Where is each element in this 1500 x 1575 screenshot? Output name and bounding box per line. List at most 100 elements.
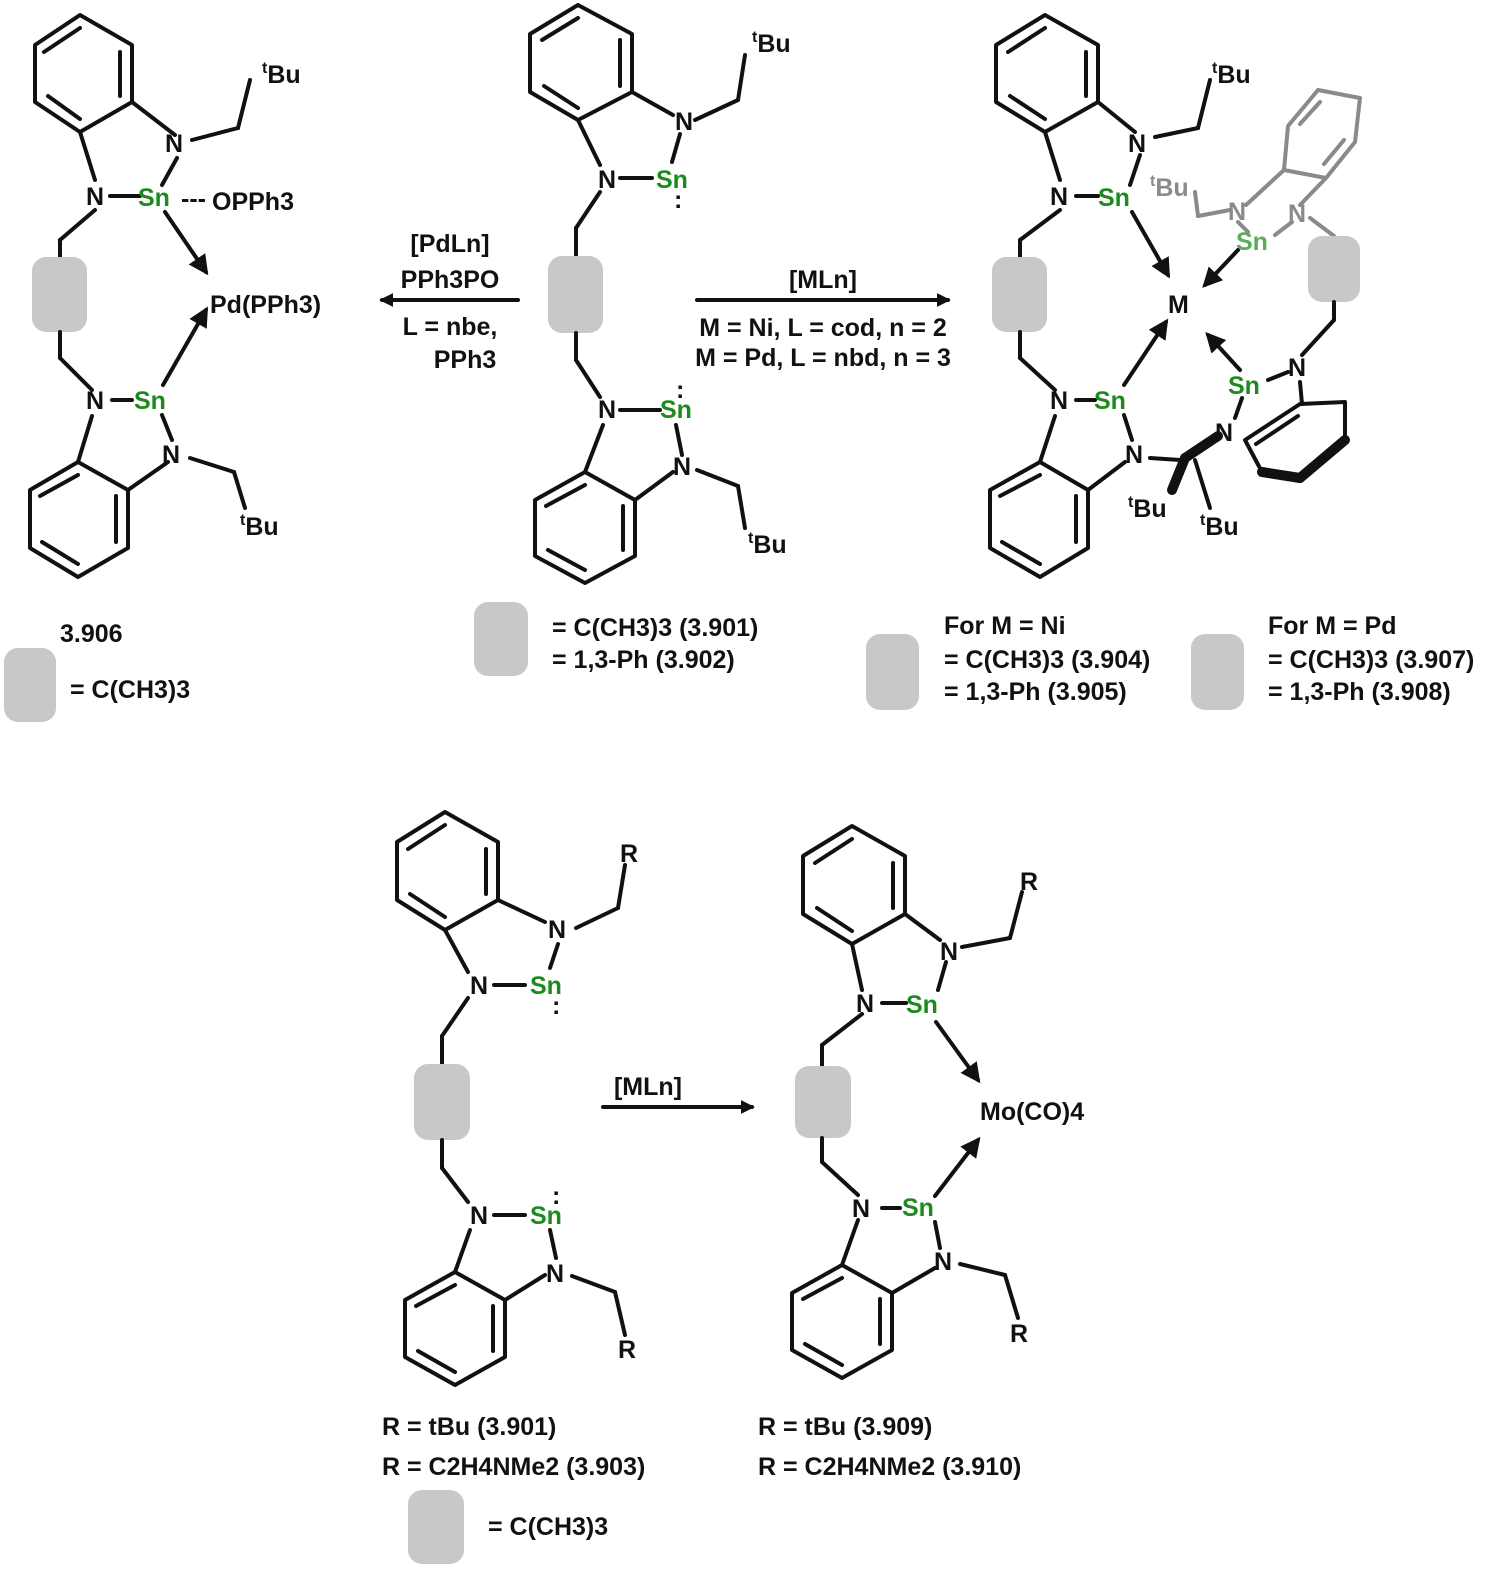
atom-n: N (1125, 441, 1143, 469)
atom-sn: Sn (530, 1202, 562, 1230)
reagent-label: [MLn] (614, 1073, 682, 1101)
reaction-arrow-left: [PdLn] PPh3PO L = nbe, PPh3 (379, 230, 520, 374)
atom-r: R (1010, 1320, 1028, 1348)
lone-pair: : (674, 186, 682, 214)
atom-n: N (675, 108, 693, 136)
atom-n: N (1288, 354, 1306, 382)
tbu-label: tBu (1212, 60, 1251, 89)
lone-pair: : (676, 376, 684, 404)
legend-blob (866, 634, 919, 710)
product-mo-co4: Mo(CO)4 (980, 1098, 1084, 1126)
atom-n: N (673, 453, 691, 481)
atom-r: R (618, 1336, 636, 1364)
substituent-definition: R = C2H4NMe2 (3.910) (758, 1453, 1021, 1481)
blob-definition: = 1,3-Ph (3.902) (552, 646, 735, 674)
tbu-label: tBu (752, 29, 791, 58)
atom-n: N (162, 441, 180, 469)
atom-sn: Sn (1228, 372, 1260, 400)
reagent-label: PPh3PO (401, 266, 500, 294)
atom-n: N (546, 1260, 564, 1288)
condition-label: L = nbe, (403, 313, 498, 341)
blob-definition: = C(CH3)3 (70, 676, 190, 704)
compound-3901-3903: R N N Sn : N Sn : N R R = tBu (3.901) R … (382, 810, 645, 1564)
tbu-label: tBu (748, 530, 787, 559)
atom-n: N (548, 916, 566, 944)
compound-3906: N N Sn --- OPPh3 tBu Pd(PPh3) N Sn N tBu… (4, 13, 321, 722)
blob-definition: = 1,3-Ph (3.908) (1268, 678, 1451, 706)
lone-pair: : (552, 1182, 560, 1210)
atom-sn: Sn (138, 184, 170, 212)
atom-n: N (1288, 200, 1306, 228)
atom-sn: Sn (134, 387, 166, 415)
atom-n: N (934, 1248, 952, 1276)
compound-3904-3908: N N Sn tBu tBu N N Sn M Sn N N Sn N N tB… (866, 13, 1474, 710)
atom-sn: Sn (530, 972, 562, 1000)
blob-definition: = C(CH3)3 (488, 1513, 608, 1541)
spacer-blob (795, 1066, 851, 1138)
spacer-blob (548, 256, 603, 333)
lone-pair: : (552, 992, 560, 1020)
reaction-arrow-right: [MLn] M = Ni, L = cod, n = 2 M = Pd, L =… (695, 266, 951, 372)
legend-blob (408, 1490, 464, 1564)
reagent-label: [PdLn] (410, 230, 489, 258)
substituent-definition: R = tBu (3.909) (758, 1413, 932, 1441)
tbu-label: tBu (262, 60, 301, 89)
atom-sn: Sn (656, 166, 688, 194)
atom-sn: Sn (906, 991, 938, 1019)
legend-heading-ni: For M = Ni (944, 612, 1066, 640)
tbu-label: tBu (1150, 173, 1189, 202)
metal-pd-pph3: Pd(PPh3) (210, 291, 321, 319)
legend-heading-pd: For M = Pd (1268, 612, 1396, 640)
reaction-arrow-bottom: [MLn] (601, 1073, 755, 1114)
coordination-dash: --- (181, 185, 206, 213)
tbu-label: tBu (240, 512, 279, 541)
atom-n: N (470, 1202, 488, 1230)
compound-3909-3910: R N N Sn Mo(CO)4 N Sn N R R = tBu (3.909… (758, 824, 1084, 1481)
atom-sn: Sn (660, 396, 692, 424)
spacer-blob (32, 257, 87, 332)
blob-definition: = C(CH3)3 (3.904) (944, 646, 1150, 674)
ligand-oppH3: OPPh3 (212, 188, 294, 216)
tbu-label: tBu (1128, 494, 1167, 523)
condition-label: M = Pd, L = nbd, n = 3 (695, 344, 951, 372)
blob-definition: = C(CH3)3 (3.907) (1268, 646, 1474, 674)
compound-3901: N N Sn : tBu N Sn : N tBu = C(CH3)3 (3.9… (474, 3, 791, 676)
atom-sn: Sn (1098, 184, 1130, 212)
atom-r: R (1020, 868, 1038, 896)
atom-sn: Sn (902, 1194, 934, 1222)
blob-definition: = 1,3-Ph (3.905) (944, 678, 1127, 706)
atom-sn: Sn (1236, 228, 1268, 256)
atom-n: N (86, 387, 104, 415)
atom-n: N (1128, 130, 1146, 158)
reagent-label: [MLn] (789, 266, 857, 294)
atom-n: N (1215, 419, 1233, 447)
blob-definition: = C(CH3)3 (3.901) (552, 614, 758, 642)
legend-blob (474, 602, 528, 676)
substituent-definition: R = C2H4NMe2 (3.903) (382, 1453, 645, 1481)
spacer-blob (1308, 236, 1360, 302)
substituent-definition: R = tBu (3.901) (382, 1413, 556, 1441)
spacer-blob (992, 257, 1047, 332)
atom-n: N (940, 938, 958, 966)
atom-r: R (620, 840, 638, 868)
legend-blob (1191, 634, 1244, 710)
metal-center: M (1168, 291, 1189, 319)
atom-sn: Sn (1094, 387, 1126, 415)
atom-n: N (598, 396, 616, 424)
tbu-label: tBu (1200, 512, 1239, 541)
compound-number: 3.906 (60, 620, 123, 648)
atom-n: N (1228, 198, 1246, 226)
atom-n: N (470, 972, 488, 1000)
atom-n: N (86, 183, 104, 211)
atom-n: N (852, 1195, 870, 1223)
atom-n: N (1050, 183, 1068, 211)
condition-label: M = Ni, L = cod, n = 2 (699, 314, 947, 342)
atom-n: N (856, 990, 874, 1018)
spacer-blob (414, 1064, 470, 1140)
atom-n: N (1050, 387, 1068, 415)
atom-n: N (598, 166, 616, 194)
legend-blob (4, 648, 56, 722)
atom-n: N (165, 130, 183, 158)
condition-label: PPh3 (434, 346, 497, 374)
